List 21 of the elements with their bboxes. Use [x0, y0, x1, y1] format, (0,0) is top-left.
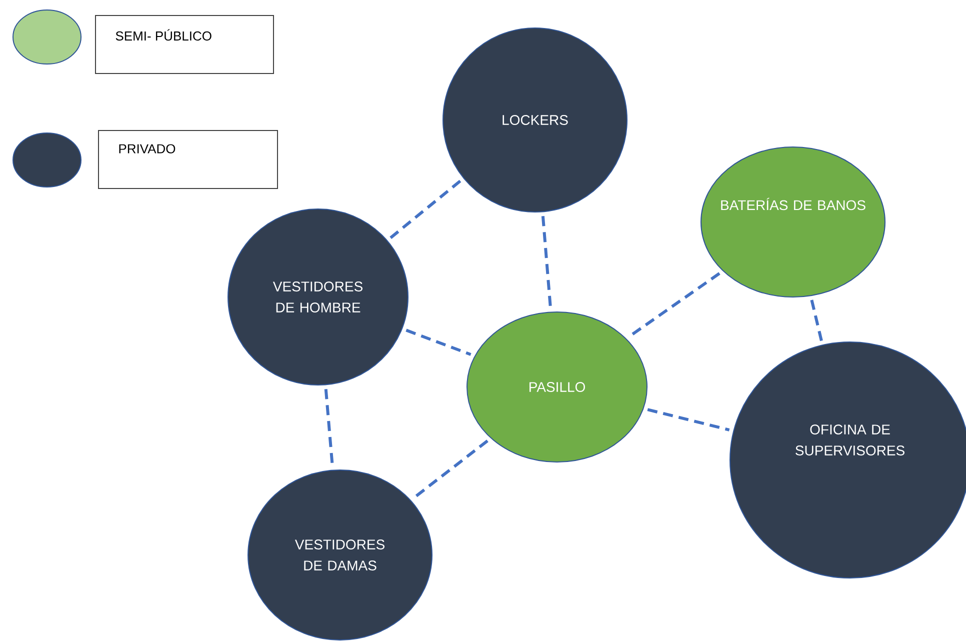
dashed-connector [406, 328, 472, 356]
dashed-connector [324, 389, 334, 466]
area-label: VESTIDORES DE DAMAS [294, 540, 384, 570]
legend-label: PRIVADO [98, 130, 278, 189]
dashed-connector [541, 216, 552, 308]
area-label: VESTIDORES DE HOMBRE [272, 282, 362, 312]
dashed-connector [647, 408, 730, 432]
area-label: PASILLO [530, 382, 585, 392]
area-label: LOCKERS [502, 115, 568, 125]
area-label: OFICINA DE SUPERVISORES [796, 424, 904, 456]
dashed-connector [390, 180, 462, 239]
dashed-connector [810, 300, 823, 342]
area-circle [730, 342, 966, 578]
area-circle [700, 146, 886, 298]
area-circle [466, 312, 648, 462]
legend-label: SEMI- PÚBLICO [95, 15, 274, 74]
area-label: BATERÍAS DE BANOS [721, 198, 866, 210]
area-circle [442, 28, 628, 212]
area-circle [248, 470, 432, 640]
dashed-connector [413, 440, 488, 499]
area-circle [228, 208, 408, 386]
